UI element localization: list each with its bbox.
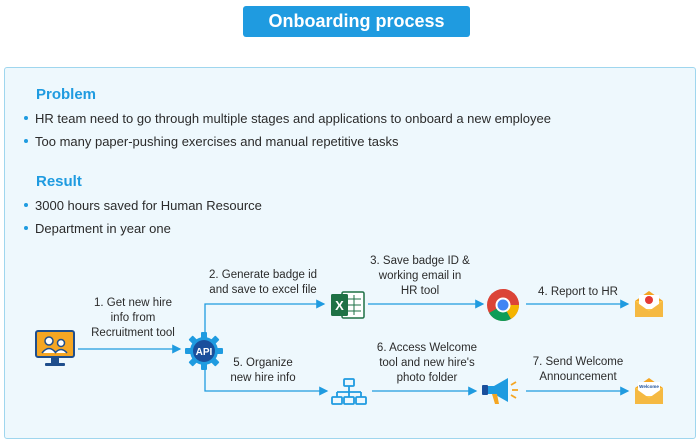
org-chart-icon bbox=[331, 378, 367, 405]
result-item: 3000 hours saved for Human Resource bbox=[24, 194, 262, 217]
welcome-label: Welcome bbox=[639, 384, 659, 389]
excel-label: X bbox=[335, 298, 344, 313]
step-4-label: 4. Report to HR bbox=[538, 286, 618, 298]
page-title: Onboarding process bbox=[243, 6, 470, 37]
chrome-browser-icon bbox=[487, 289, 520, 322]
result-heading: Result bbox=[36, 173, 82, 190]
problem-item: Too many paper-pushing exercises and man… bbox=[24, 130, 551, 153]
problem-heading: Problem bbox=[36, 86, 97, 103]
problem-list: HR team need to go through multiple stag… bbox=[24, 107, 551, 153]
arrow-2 bbox=[204, 299, 326, 333]
api-gear-icon: API bbox=[185, 332, 223, 370]
result-list: 3000 hours saved for Human Resource Depa… bbox=[24, 194, 262, 240]
api-label: API bbox=[196, 347, 213, 358]
welcome-mail-icon: Welcome bbox=[635, 378, 663, 404]
megaphone-icon bbox=[482, 378, 518, 404]
excel-icon: X bbox=[331, 291, 365, 319]
result-item: Department in year one bbox=[24, 217, 262, 240]
content-panel bbox=[4, 67, 696, 439]
arrow-5 bbox=[204, 366, 329, 396]
recruitment-monitor-icon bbox=[35, 330, 75, 366]
report-mail-icon bbox=[635, 291, 663, 317]
problem-item: HR team need to go through multiple stag… bbox=[24, 107, 551, 130]
